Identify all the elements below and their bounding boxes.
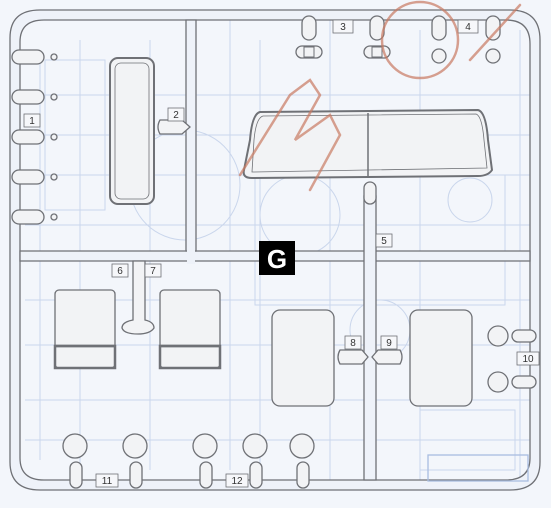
part-number-8: 8 [344,335,362,350]
svg-text:1: 1 [29,116,35,127]
part-number-9: 9 [380,335,398,350]
top-circle-part [431,48,447,64]
peg-dot [50,133,58,141]
part-9-tab [371,349,403,365]
part-number-7: 7 [144,263,162,278]
bottom-right-detail [427,454,529,482]
bottom-peg [129,461,143,489]
svg-text:8: 8 [350,338,356,349]
svg-text:10: 10 [522,354,534,365]
svg-text:5: 5 [381,236,387,247]
svg-text:2: 2 [173,110,179,121]
svg-text:12: 12 [231,476,243,487]
part-number-10: 10 [516,351,540,366]
part-number-6: 6 [111,263,129,278]
top-peg [301,15,317,41]
bottom-circle-part [242,433,268,459]
stem-part [121,260,155,335]
peg-part [11,89,45,105]
part-10-circle [487,371,509,393]
watermark [238,0,522,192]
svg-text:9: 9 [386,338,392,349]
parts [11,15,537,489]
part-number-2: 2 [167,107,185,122]
part-number-5: 5 [375,233,393,248]
top-peg-horizontal [295,45,323,59]
svg-text:6: 6 [117,266,123,277]
part-10-peg [511,375,537,389]
sprue-letter-badge: G [259,241,295,275]
peg-part [11,129,45,145]
svg-text:4: 4 [465,22,471,33]
bottom-peg [296,461,310,489]
peg-dot [50,173,58,181]
panel-part-8 [271,309,335,407]
part-number-4: 4 [457,19,479,34]
top-circle-part [485,48,501,64]
sprue-letter: G [267,244,287,274]
panel-part-9 [409,309,473,407]
part-8-tab [337,349,369,365]
bottom-circle-part [122,433,148,459]
part-number-3: 3 [332,19,354,34]
svg-text:3: 3 [340,22,346,33]
part-number-11: 11 [95,473,119,488]
bottom-circle-part [192,433,218,459]
panel-part-7 [159,289,221,369]
sprue-frame [9,9,541,491]
side-window-part [109,57,155,205]
side-window-inner [114,62,150,200]
top-peg-square [371,46,383,58]
panel-part-6 [54,289,116,369]
bottom-peg [249,461,263,489]
top-peg [431,15,447,41]
part-5-tab [363,181,377,205]
part-2-tab [157,119,191,135]
peg-part [11,169,45,185]
svg-text:7: 7 [150,266,156,277]
bottom-circle-part [289,433,315,459]
peg-part [11,49,45,65]
part-number-12: 12 [225,473,249,488]
left-pegs [11,49,58,225]
peg-part [11,209,45,225]
bottom-peg [199,461,213,489]
part-number-1: 1 [23,113,41,128]
part-10-peg [511,329,537,343]
top-peg-square [303,46,315,58]
svg-text:11: 11 [102,476,113,487]
runner-vertical-left [185,19,197,252]
part-labels: 1 2 3 4 5 6 7 8 [23,19,540,488]
runner-vertical-center [363,195,377,481]
peg-dot [50,93,58,101]
bottom-circle-part [62,433,88,459]
part-10-circle [487,325,509,347]
bottom-peg [69,461,83,489]
peg-dot [50,53,58,61]
peg-dot [50,213,58,221]
